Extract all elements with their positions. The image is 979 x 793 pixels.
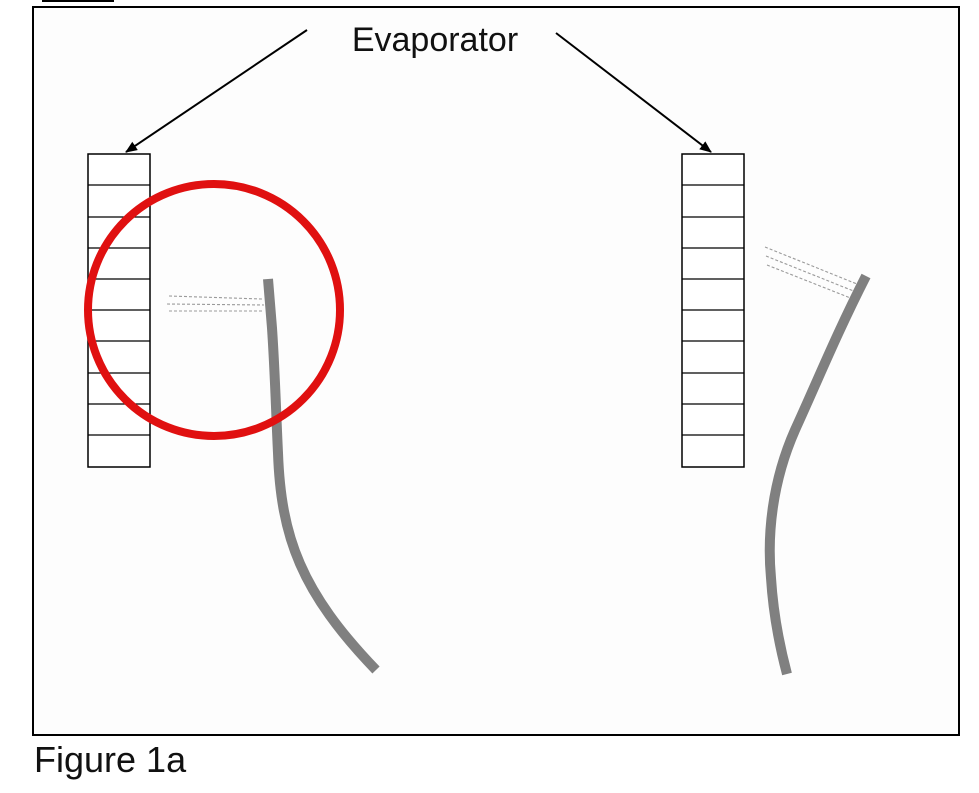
left-jets [166, 295, 265, 312]
highlight-circle [84, 180, 344, 440]
left-arrow-shaft [125, 29, 308, 153]
evaporator-label: Evaporator [352, 21, 518, 59]
right-arrow-shaft [555, 32, 712, 153]
top-tab-line [42, 0, 114, 2]
right-evaporator [681, 153, 745, 468]
figure-caption: Figure 1a [34, 739, 187, 780]
right-jets [764, 246, 858, 300]
left-evaporator [87, 153, 151, 468]
left-probe [263, 278, 380, 674]
right-probe [764, 273, 871, 676]
diagram-frame [32, 6, 960, 736]
